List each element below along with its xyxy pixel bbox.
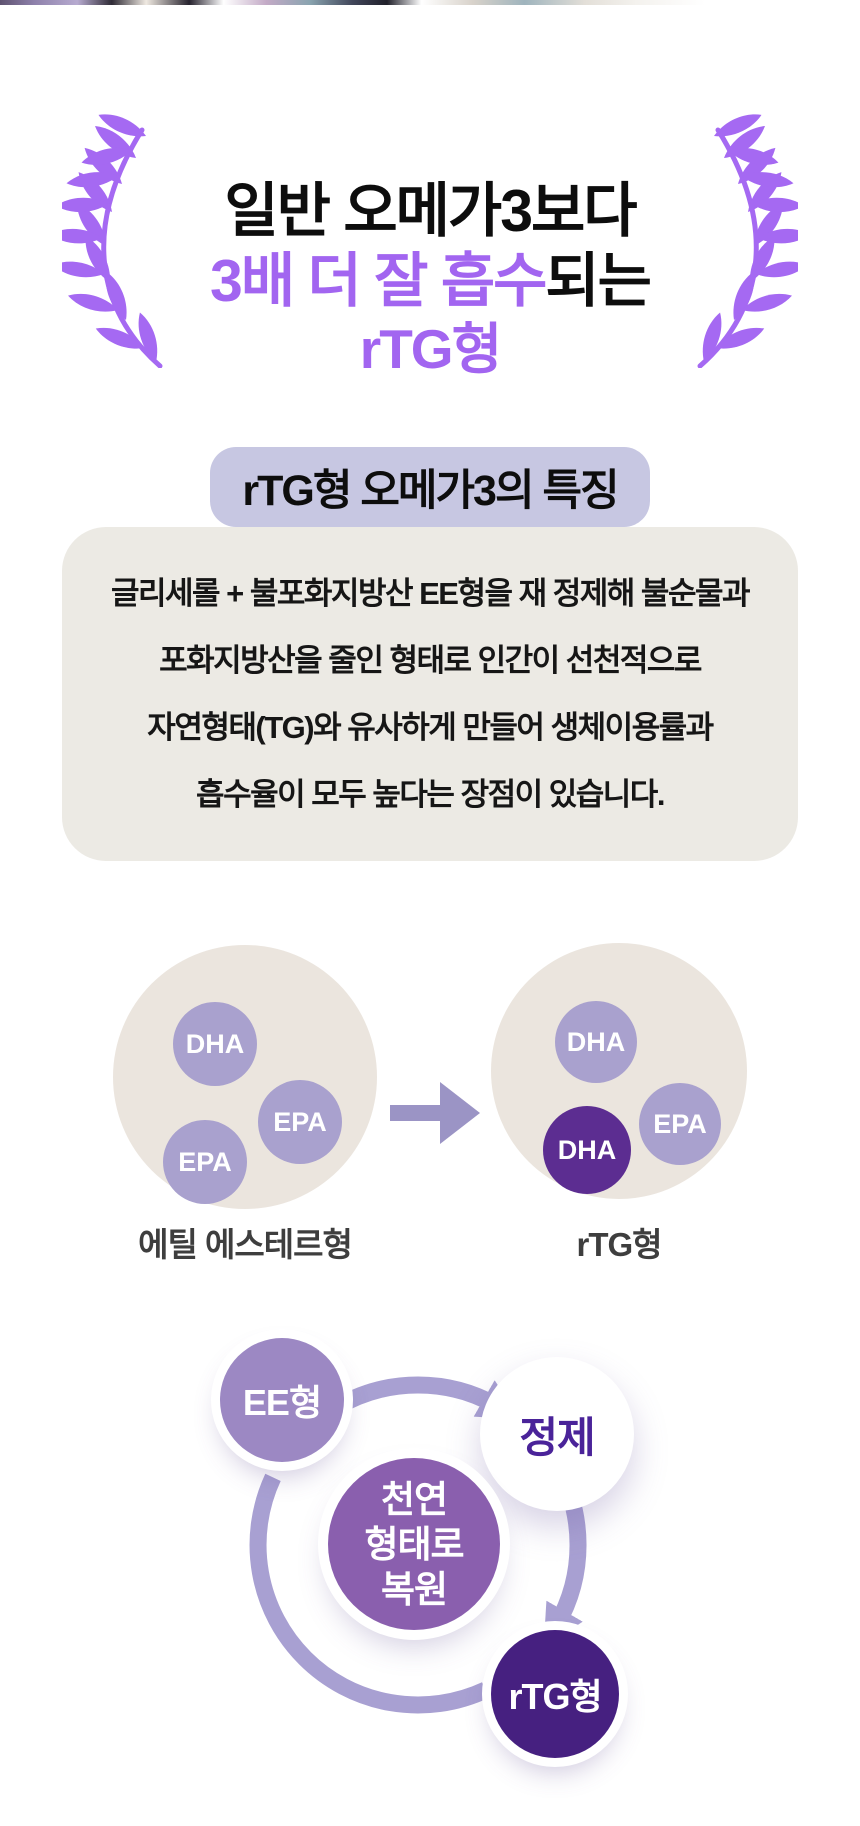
hero-title-line2-rest: 되는 [545, 248, 652, 314]
cycle-center-line: 형태로 [364, 1523, 464, 1565]
hero-title-line2: 3배 더 잘 흡수되는 [0, 246, 860, 316]
rtg-bubble-dha-dark: DHA [543, 1106, 631, 1194]
feature-description-panel: 글리세롤 + 불포화지방산 EE형을 재 정제해 불순물과 포화지방산을 줄인 … [62, 527, 798, 861]
cycle-center-line: 복원 [380, 1568, 448, 1610]
ee-form-label: 에틸 에스테르형 [138, 1226, 353, 1263]
rtg-form-circle: DHA EPA DHA [491, 943, 747, 1199]
rtg-bubble-epa: EPA [639, 1083, 721, 1165]
rtg-cycle-diagram: EE형 정제 천연 형태로 복원 rTG형 [150, 1335, 710, 1795]
hero-title: 일반 오메가3보다 3배 더 잘 흡수되는 rTG형 [0, 176, 860, 382]
cycle-step-ee: EE형 [220, 1338, 344, 1462]
ee-bubble-dha: DHA [173, 1002, 257, 1086]
ee-bubble-epa-2: EPA [163, 1120, 247, 1204]
right-arrow-icon-head [440, 1082, 480, 1144]
right-arrow-icon [390, 1105, 440, 1121]
hero-title-line1: 일반 오메가3보다 [224, 178, 637, 244]
cycle-center-line: 천연 [380, 1478, 448, 1520]
hero-title-line3: rTG형 [359, 318, 502, 380]
feature-description-line: 자연형태(TG)와 유사하게 만들어 생체이용률과 [147, 710, 714, 745]
cycle-step-rtg: rTG형 [491, 1630, 619, 1758]
cycle-step-refine: 정제 [480, 1357, 634, 1511]
rtg-form-label: rTG형 [576, 1226, 662, 1263]
feature-badge: rTG형 오메가3의 특징 [210, 447, 650, 527]
feature-description-line: 포화지방산을 줄인 형태로 인간이 선천적으로 [159, 643, 702, 678]
ee-bubble-epa-1: EPA [258, 1080, 342, 1164]
ee-form-circle: DHA EPA EPA [113, 945, 377, 1209]
hero-title-highlight: 3배 더 잘 흡수 [210, 248, 547, 314]
cycle-center-circle: 천연 형태로 복원 [328, 1458, 500, 1630]
feature-description-line: 글리세롤 + 불포화지방산 EE형을 재 정제해 불순물과 [110, 576, 751, 611]
feature-description-line: 흡수율이 모두 높다는 장점이 있습니다. [196, 777, 665, 812]
previous-section-sliver [0, 0, 860, 5]
rtg-bubble-dha-light: DHA [555, 1001, 637, 1083]
